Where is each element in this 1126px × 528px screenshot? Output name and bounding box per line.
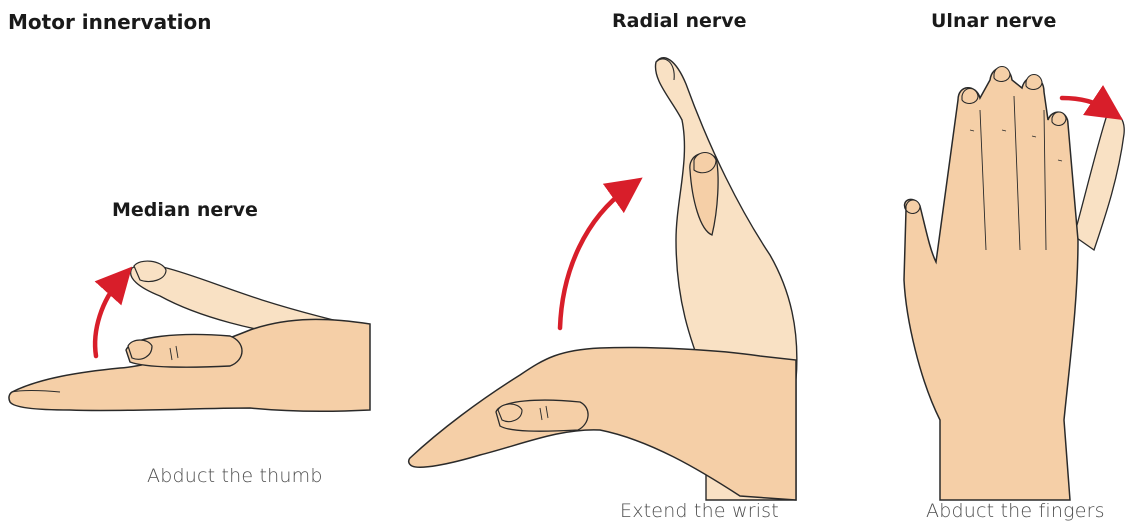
abducted-finger-ghost	[1074, 114, 1124, 250]
curved-arrow-icon	[1062, 98, 1108, 110]
ulnar-action-caption: Abduct the fingers	[926, 500, 1105, 522]
median-hand-illustration	[9, 261, 370, 411]
radial-action-caption: Extend the wrist	[620, 500, 779, 522]
ulnar-hand	[904, 68, 1078, 500]
curved-arrow-icon	[560, 188, 628, 328]
curved-arrow-icon	[95, 280, 120, 356]
radial-hand-illustration	[409, 58, 797, 500]
ulnar-hand-illustration	[904, 67, 1124, 501]
radial-hand	[409, 347, 796, 500]
median-action-caption: Abduct the thumb	[147, 465, 323, 487]
